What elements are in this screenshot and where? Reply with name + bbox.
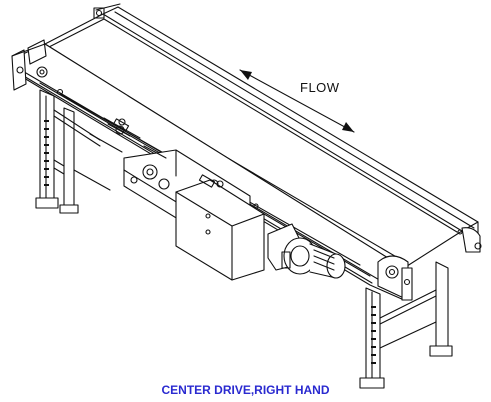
- leg-right-front: [359, 287, 385, 389]
- head-end: [377, 227, 482, 301]
- leg-holes-left: [44, 120, 49, 186]
- flow-arrow: [239, 69, 355, 133]
- flow-label: FLOW: [300, 80, 340, 95]
- leg-right-back: [379, 261, 453, 357]
- control-box: [175, 179, 265, 281]
- drive-caption: CENTER DRIVE,RIGHT HAND: [161, 383, 330, 397]
- leg-left-back: [53, 107, 79, 214]
- leg-holes-right: [371, 306, 376, 364]
- drive-motor: [267, 223, 346, 279]
- leg-left-front: [35, 89, 59, 209]
- tail-end: [11, 3, 121, 96]
- frame-details: [107, 118, 259, 209]
